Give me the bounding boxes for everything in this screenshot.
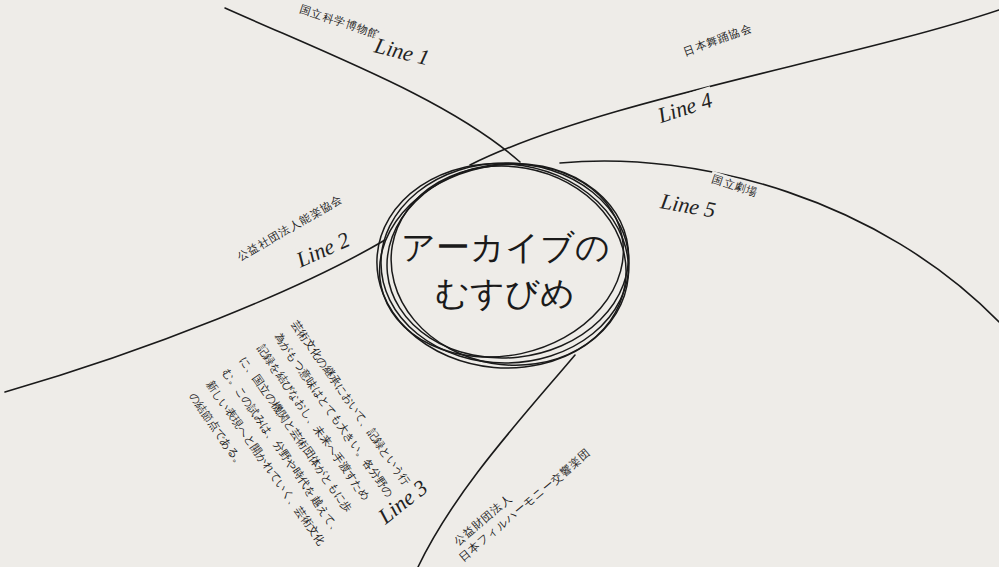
organization-name: 日本舞踊協会 <box>680 20 757 60</box>
circle-stroke <box>375 148 642 384</box>
line-number: Line 2 <box>290 226 355 274</box>
circle-stroke <box>368 153 637 378</box>
line-number: Line 5 <box>656 188 719 224</box>
body-note: 芸術文化の継承において、記録という行為がもつ意味はとても大きい。各分野の記録を結… <box>182 315 419 566</box>
organization-name: 国立劇場 <box>708 171 762 201</box>
line-number: Line 1 <box>370 32 434 72</box>
organization-name: 国立科学博物館 <box>296 1 384 42</box>
circle-stroke <box>381 163 629 363</box>
circle-stroke <box>361 142 641 379</box>
knot-circle: アーカイブのむすびめ <box>375 157 635 369</box>
title-text: アーカイブのむすびめ <box>400 225 610 317</box>
line-curve <box>470 10 999 165</box>
organization-name: 日本フィルハーモニー交響楽団 <box>454 444 595 566</box>
